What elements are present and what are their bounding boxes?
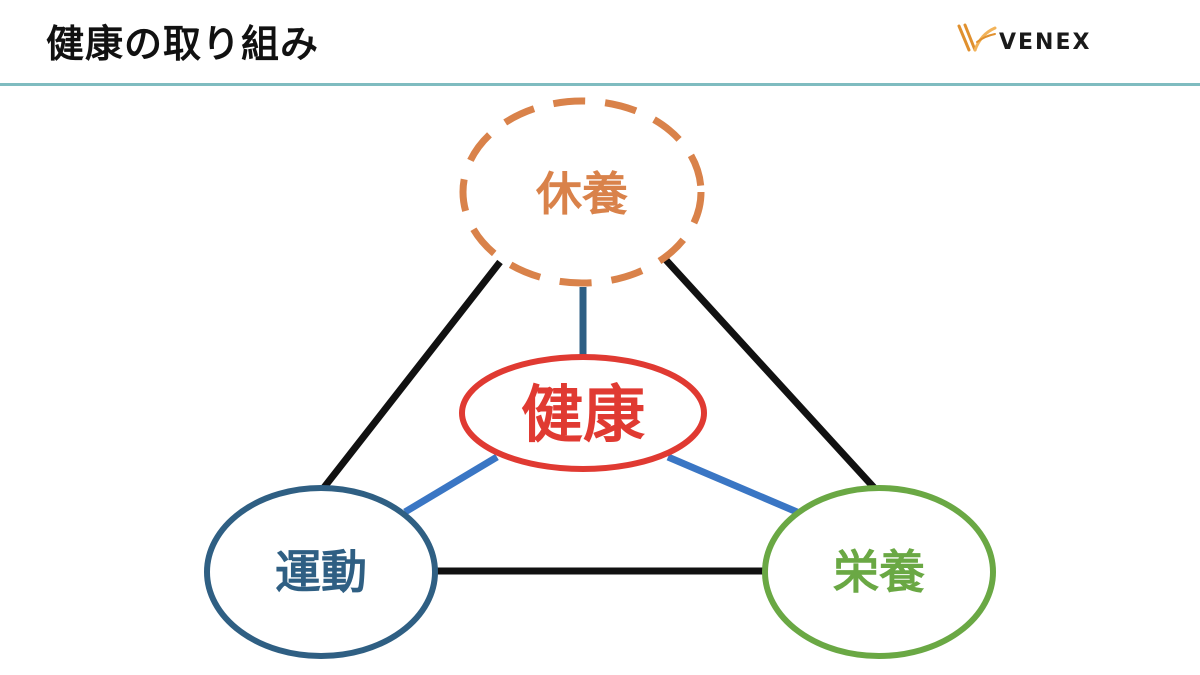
node-exercise-outline [204,485,438,659]
edge-rest-nutrition [663,257,881,495]
venex-logo-text: VENEX [999,30,1092,55]
node-nutrition-outline [762,485,996,659]
header-divider [0,83,1200,86]
venex-logo: VENEX [955,20,1175,65]
node-rest-label: 休養 [535,167,628,221]
node-nutrition: 栄養 [762,485,996,659]
node-exercise: 運動 [204,485,438,659]
venex-logo-mark-icon [957,23,997,52]
node-health: 健康 [459,354,707,472]
node-health-label: 健康 [521,378,645,451]
edge-health-exercise [403,453,499,516]
edge-health-nutrition [666,453,799,516]
node-exercise-label: 運動 [275,545,367,599]
node-health-outline [459,354,707,472]
edge-rest-exercise [319,259,503,493]
node-rest-outline [459,97,705,287]
node-nutrition-label: 栄養 [833,545,925,599]
page-title: 健康の取り組み [46,22,320,66]
node-rest: 休養 [459,97,705,287]
